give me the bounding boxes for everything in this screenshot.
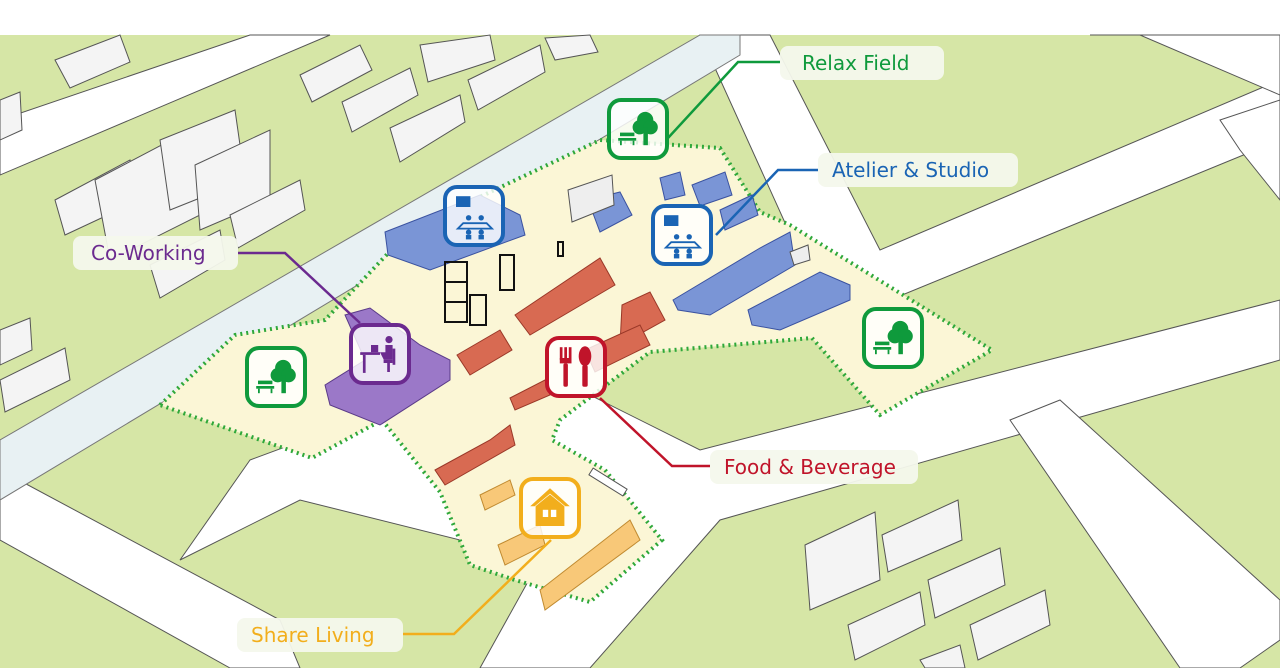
atelier-icon-2[interactable] [651, 204, 713, 266]
food-buildings [434, 257, 666, 486]
food-icon[interactable] [545, 336, 607, 398]
label-co-working: Co-Working [73, 236, 238, 270]
studio-meeting-icon [663, 215, 703, 259]
relax-field-icon-left[interactable] [245, 346, 307, 408]
label-food-beverage: Food & Beverage [710, 450, 918, 484]
label-relax-field: Relax Field [780, 46, 944, 80]
tree-bench-icon [256, 359, 296, 394]
relax-field-icon-top[interactable] [607, 98, 669, 160]
house-icon [530, 488, 570, 526]
label-atelier-studio: Atelier & Studio [818, 153, 1018, 187]
residential-buildings [0, 34, 1051, 668]
relax-field-icon-right[interactable] [862, 307, 924, 369]
label-share-living: Share Living [237, 618, 403, 652]
desk-worker-icon [360, 336, 396, 373]
studio-meeting-icon [455, 196, 495, 240]
bench-structure [588, 467, 628, 497]
leader-lines [238, 60, 818, 636]
tree-bench-icon [618, 111, 658, 146]
tree-bench-icon [873, 320, 913, 355]
share-living-icon[interactable] [519, 477, 581, 539]
steel-towers [444, 241, 564, 326]
atelier-icon-1[interactable] [443, 185, 505, 247]
fork-spoon-icon [559, 346, 592, 387]
tanks [567, 174, 811, 266]
coworking-icon[interactable] [349, 323, 411, 385]
